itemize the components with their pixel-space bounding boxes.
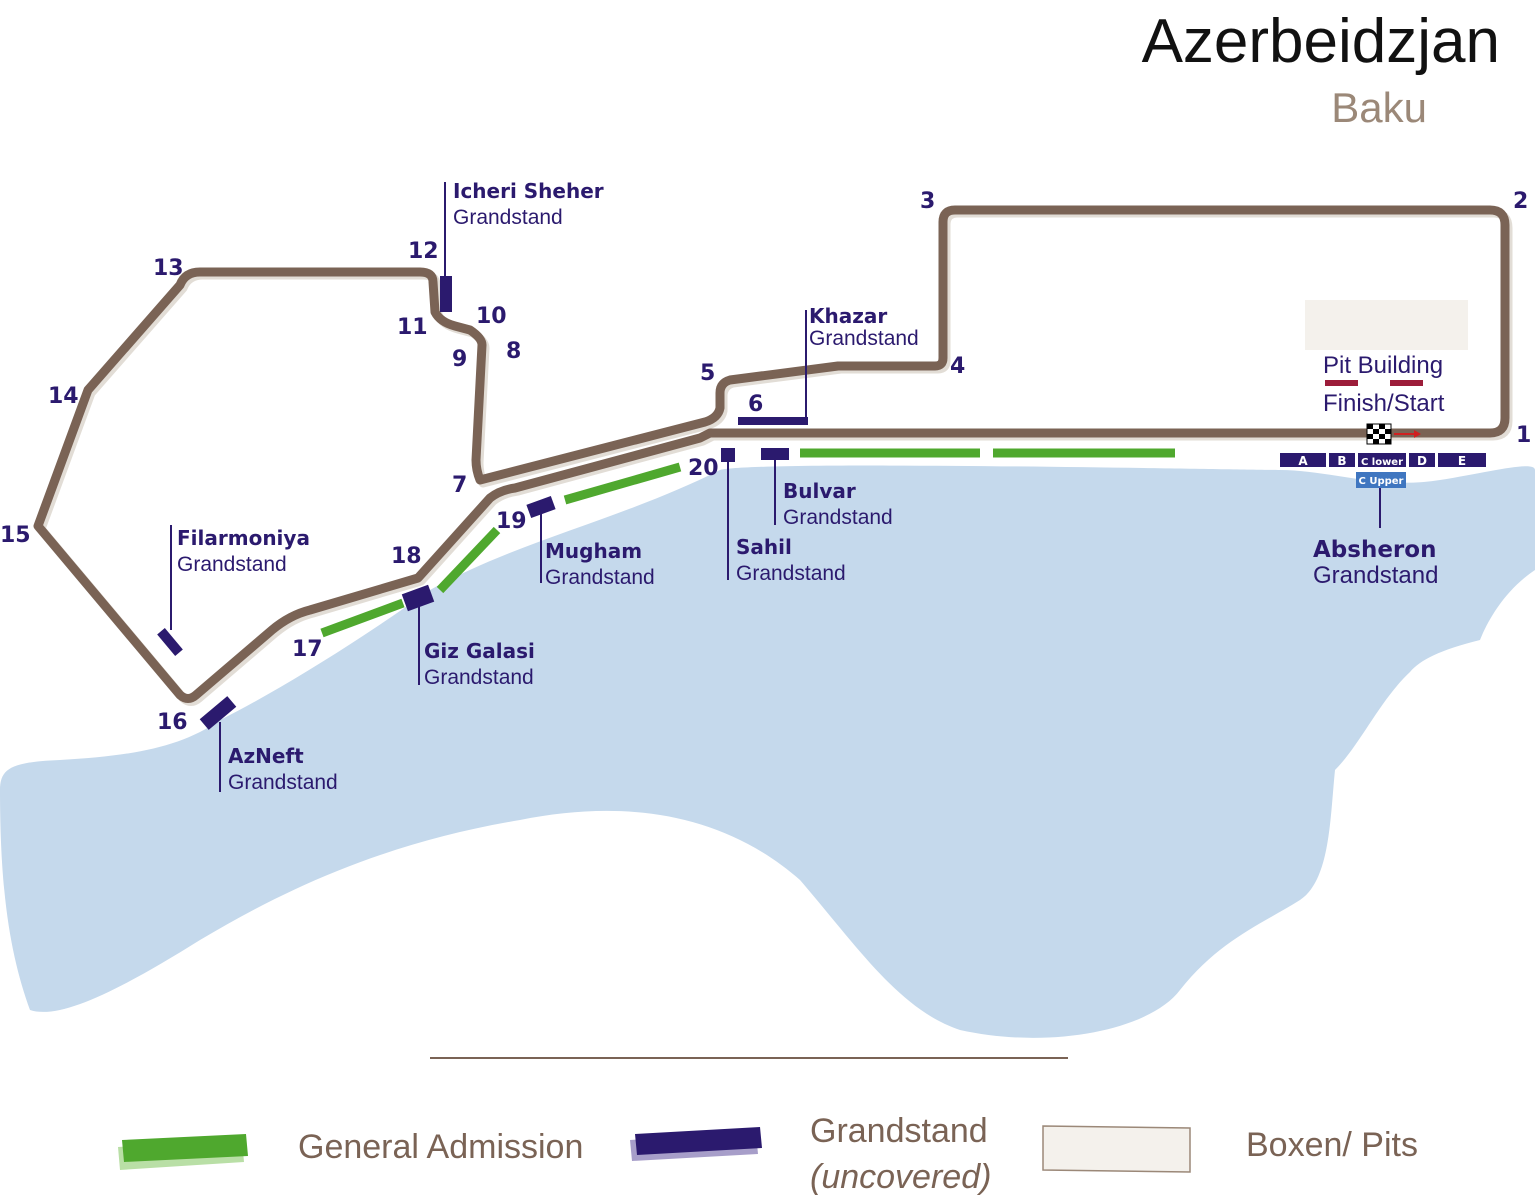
grandstand-block [157, 628, 183, 656]
turn-1: 1 [1516, 423, 1531, 448]
turn-6: 6 [748, 392, 763, 417]
azneft-name: AzNeft [228, 744, 304, 768]
legend-grandstand-label: Grandstand [810, 1112, 988, 1150]
giz-galasi-name: Giz Galasi [424, 639, 535, 663]
pits-area [1305, 300, 1468, 350]
turn-numbers: 1 2 3 4 5 6 7 8 9 10 11 12 13 14 15 16 1… [0, 189, 1531, 735]
grandstand-block [199, 696, 237, 730]
sahil-sub: Grandstand [736, 562, 846, 585]
turn-19: 19 [496, 509, 527, 534]
absheron-section-c-upper [1356, 472, 1406, 488]
water-area [0, 465, 1535, 1038]
pit-marker-left [1325, 380, 1358, 386]
absheron-sub: Grandstand [1313, 562, 1438, 589]
turn-3: 3 [920, 189, 935, 214]
absheron-section-b [1329, 453, 1355, 467]
grandstand-block [401, 584, 435, 612]
finish-start-label: Finish/Start [1323, 390, 1445, 417]
leader-lines [170, 182, 1381, 792]
giz-galasi-sub: Grandstand [424, 666, 534, 689]
turn-10: 10 [476, 304, 507, 329]
absheron-label-b: B [1337, 454, 1346, 468]
absheron-blocks: A B C lower D E C Upper [1280, 453, 1486, 488]
turn-4: 4 [950, 354, 965, 379]
turn-20: 20 [688, 456, 719, 481]
absheron-section-c-lower [1358, 453, 1406, 467]
khazar-name: Khazar [809, 304, 887, 328]
legend-grandstand-note: (uncovered) [810, 1158, 991, 1196]
ga-strip [320, 598, 405, 638]
legend-pits-label: Boxen/ Pits [1246, 1126, 1418, 1164]
bulvar-sub: Grandstand [783, 506, 893, 529]
turn-16: 16 [157, 710, 188, 735]
azneft-sub: Grandstand [228, 771, 338, 794]
absheron-section-a [1280, 453, 1326, 467]
icheri-name: Icheri Sheher [453, 179, 604, 203]
turn-8: 8 [506, 339, 521, 364]
legend-ga-swatch [122, 1134, 248, 1162]
map-subtitle: Baku [1331, 84, 1427, 131]
legend-pits-swatch [1042, 1125, 1191, 1173]
grandstand-block [526, 495, 556, 519]
absheron-label-e: E [1458, 454, 1466, 468]
turn-18: 18 [391, 544, 422, 569]
absheron-section-e [1438, 453, 1486, 467]
start-finish-marker [1366, 423, 1421, 445]
grandstand-blocks [157, 276, 808, 730]
absheron-label-c-upper: C Upper [1359, 476, 1404, 487]
absheron-label-c-lower: C lower [1361, 457, 1403, 468]
turn-13: 13 [153, 256, 184, 281]
turn-9: 9 [452, 347, 467, 372]
absheron-label-d: D [1417, 454, 1427, 468]
filarmoniya-name: Filarmoniya [177, 526, 310, 550]
grandstand-labels: Icheri Sheher Grandstand Khazar Grandsta… [177, 179, 1438, 794]
absheron-label-a: A [1298, 454, 1308, 468]
absheron-section-d [1409, 453, 1435, 467]
bulvar-name: Bulvar [783, 479, 856, 503]
grandstand-block [440, 276, 452, 312]
mugham-name: Mugham [545, 539, 642, 563]
turn-15: 15 [0, 523, 31, 548]
legend-ga-label: General Admission [298, 1128, 583, 1166]
khazar-sub: Grandstand [809, 327, 919, 350]
turn-2: 2 [1513, 189, 1528, 214]
mugham-sub: Grandstand [545, 566, 655, 589]
turn-14: 14 [48, 384, 79, 409]
ga-strip [436, 526, 501, 594]
pit-building-label: Pit Building [1323, 352, 1443, 379]
filarmoniya-sub: Grandstand [177, 553, 287, 576]
turn-5: 5 [700, 361, 715, 386]
sahil-name: Sahil [736, 535, 792, 559]
race-track [33, 205, 1510, 703]
icheri-sub: Grandstand [453, 206, 563, 229]
general-admission-areas [320, 448, 1175, 638]
ga-strip [563, 462, 682, 505]
legend: General Admission Grandstand (uncovered)… [118, 1112, 1418, 1196]
turn-7: 7 [452, 473, 467, 498]
pit-marker-right [1390, 380, 1423, 386]
turn-11: 11 [397, 315, 428, 340]
grandstand-block [738, 417, 808, 425]
turn-12: 12 [408, 239, 439, 264]
map-title: Azerbeidzjan [1142, 7, 1500, 76]
turn-17: 17 [292, 637, 323, 662]
absheron-name: Absheron [1313, 537, 1436, 563]
grandstand-block [761, 448, 789, 460]
grandstand-block [721, 448, 735, 462]
legend-grandstand-swatch [635, 1127, 762, 1155]
